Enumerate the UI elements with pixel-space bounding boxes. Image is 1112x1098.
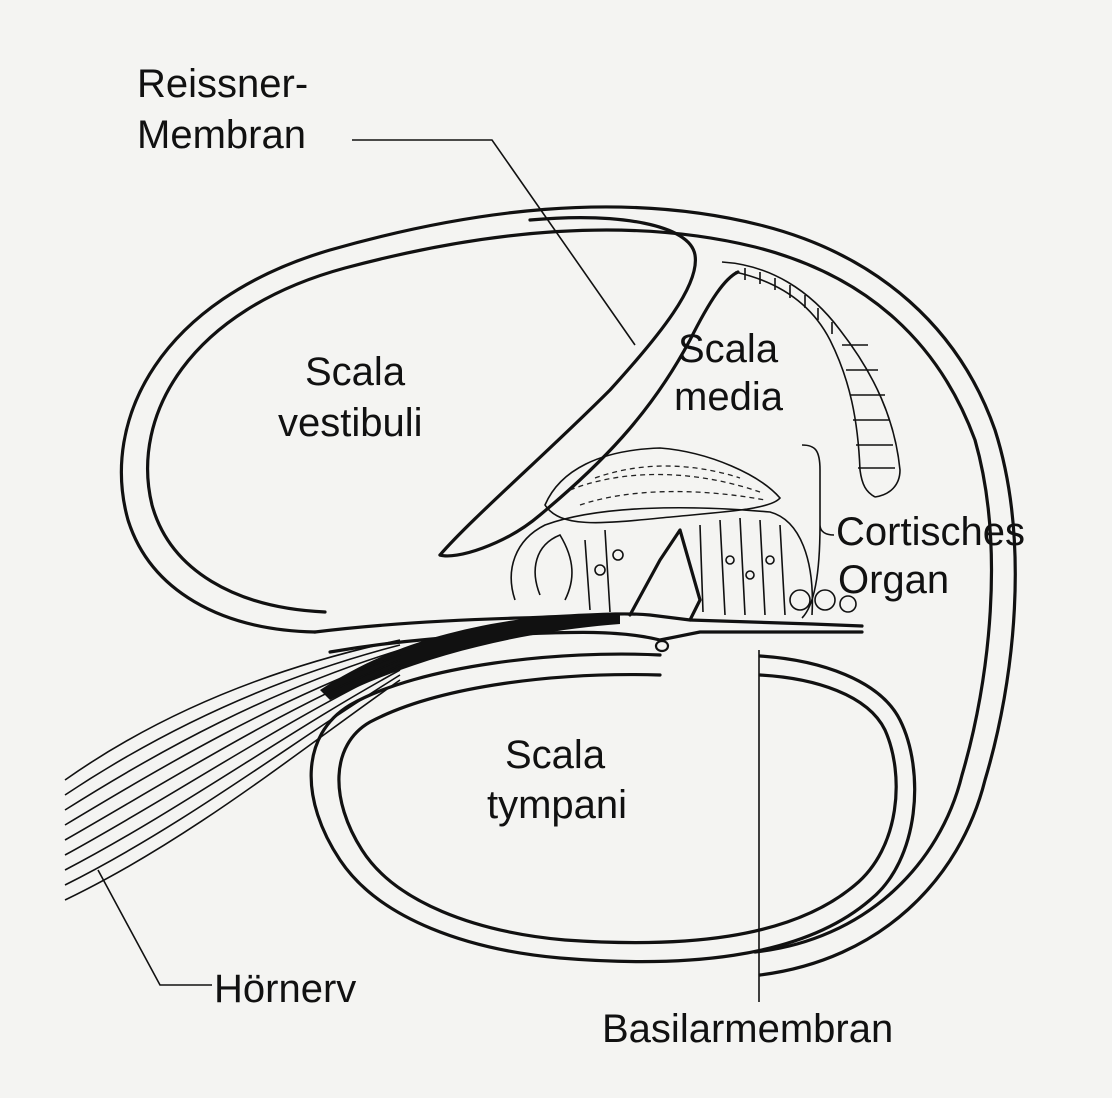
- scala-vestibuli-label-line2: vestibuli: [278, 401, 423, 445]
- cortisches-organ-label-line1: Cortisches: [836, 510, 1025, 554]
- tectorial-membrane: [545, 448, 780, 523]
- basilarmembran-label: Basilarmembran: [602, 1007, 893, 1051]
- cortisches-organ-label-line2: Organ: [838, 558, 949, 602]
- hoernerv-label: Hörnerv: [214, 967, 356, 1011]
- reissner-membrane-label-line1: Reissner-: [137, 62, 308, 106]
- scala-media-label-line2: media: [674, 375, 784, 419]
- scala-media-label-line1: Scala: [678, 327, 779, 371]
- leader-lines: [98, 140, 834, 1002]
- scala-vestibuli-label-line1: Scala: [305, 350, 406, 394]
- organ-of-corti: [511, 508, 856, 620]
- reissner-membrane-label-line2: Membran: [137, 113, 306, 157]
- scala-tympani-label-line1: Scala: [505, 733, 606, 777]
- scala-tympani-label-line2: tympani: [487, 783, 627, 827]
- auditory-nerve-fibres: [65, 614, 862, 900]
